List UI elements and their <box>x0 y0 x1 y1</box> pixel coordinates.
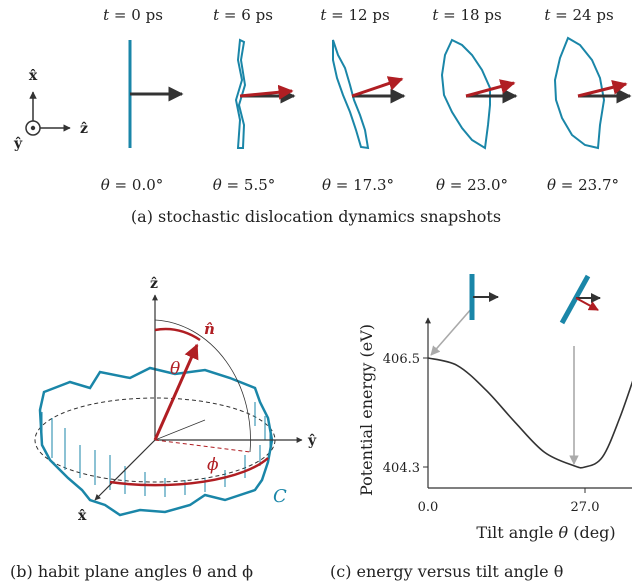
c-ylabel: Potential energy (eV) <box>357 324 376 496</box>
caption-c: (c) energy versus tilt angle θ <box>330 562 563 581</box>
curve-hatching <box>41 402 271 497</box>
b-curve-label: C <box>273 486 287 507</box>
panel-c: Potential energy (eV) 406.5 404.3 0.0 27… <box>330 274 632 581</box>
theta-labels: θ = 0.0° θ = 5.5° θ = 17.3° θ = 23.0° θ … <box>101 176 619 194</box>
theta-label-0: θ = 0.0° <box>101 176 164 194</box>
time-labels: t = 0 ps t = 6 ps t = 12 ps t = 18 ps t … <box>103 6 614 24</box>
theta-label-2: θ = 17.3° <box>322 176 394 194</box>
inset-tilted-dislocation-icon <box>559 274 601 325</box>
theta-label-3: θ = 23.0° <box>436 176 508 194</box>
b-phi-label: ϕ <box>207 455 219 475</box>
energy-curve <box>427 357 632 469</box>
c-xtick-1: 27.0 <box>571 500 600 515</box>
c-ytick-0: 406.5 <box>383 352 420 367</box>
theta-label-1: θ = 5.5° <box>213 176 276 194</box>
c-ytick-1: 404.3 <box>383 461 420 476</box>
snapshot-3 <box>440 38 518 150</box>
snapshot-2 <box>332 39 406 150</box>
snapshot-0 <box>128 40 184 148</box>
arrow-to-start <box>430 307 473 356</box>
b-n-label: n̂ <box>204 320 215 338</box>
caption-a: (a) stochastic dislocation dynamics snap… <box>131 207 501 226</box>
snapshot-4 <box>553 36 632 150</box>
time-label-0: t = 0 ps <box>103 6 163 24</box>
time-label-3: t = 18 ps <box>432 6 501 24</box>
b-y-label: ŷ <box>307 432 317 449</box>
axis-x-label: x̂ <box>29 68 38 84</box>
axis-triad: x̂ ẑ ŷ <box>13 68 88 152</box>
time-label-2: t = 12 ps <box>320 6 389 24</box>
c-xtick-0: 0.0 <box>418 500 439 515</box>
caption-b: (b) habit plane angles θ and ϕ <box>10 562 253 581</box>
b-x-label: x̂ <box>78 508 87 524</box>
b-theta-label: θ <box>170 359 180 379</box>
snapshot-1 <box>234 38 296 149</box>
b-z-label: ẑ <box>150 276 158 292</box>
c-xlabel: Tilt angle θ (deg) <box>476 523 615 542</box>
curve-c <box>38 366 274 517</box>
panel-b: ẑ ŷ x̂ n̂ θ ϕ C (b) habit plane angles θ… <box>10 276 317 581</box>
panel-a: t = 0 ps t = 6 ps t = 12 ps t = 18 ps t … <box>13 6 632 226</box>
time-label-4: t = 24 ps <box>544 6 613 24</box>
time-label-1: t = 6 ps <box>213 6 273 24</box>
axis-z-label: ẑ <box>80 121 88 137</box>
inset-straight-dislocation-icon <box>469 274 499 320</box>
axis-y-label: ŷ <box>13 135 23 152</box>
theta-label-4: θ = 23.7° <box>547 176 619 194</box>
